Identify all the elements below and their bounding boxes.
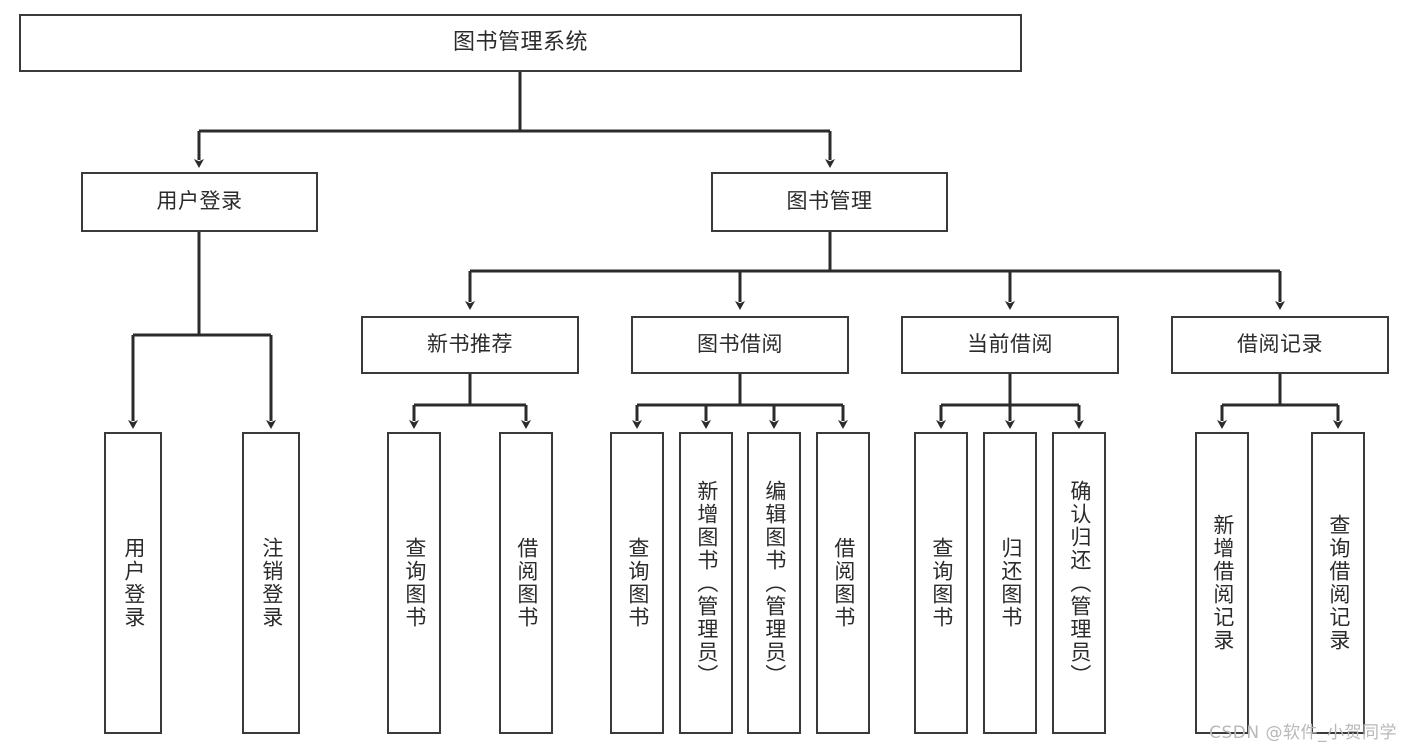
leaf-borrow-add-book-admin[interactable]: 新增图书（管理员） [679,432,733,734]
node-label: 查询图书 [402,537,427,629]
leaf-current-query-book[interactable]: 查询图书 [914,432,968,734]
node-label: 借阅图书 [514,537,539,629]
node-new-book-recommend[interactable]: 新书推荐 [361,316,579,374]
node-label: 图书借阅 [697,332,783,357]
node-label: 确认归还（管理员） [1067,479,1092,687]
node-label: 借阅图书 [831,537,856,629]
node-label: 编辑图书（管理员） [762,479,787,687]
node-label: 注销登录 [259,537,284,629]
node-label: 图书管理系统 [452,29,588,55]
node-book-management[interactable]: 图书管理 [711,172,948,232]
node-label: 用户登录 [121,537,146,629]
leaf-borrow-borrow-book[interactable]: 借阅图书 [816,432,870,734]
node-user-login[interactable]: 用户登录 [81,172,318,232]
node-label: 归还图书 [998,537,1023,629]
leaf-current-return-book[interactable]: 归还图书 [983,432,1037,734]
leaf-recommend-query-book[interactable]: 查询图书 [387,432,441,734]
leaf-borrow-query-book[interactable]: 查询图书 [610,432,664,734]
leaf-record-add-record[interactable]: 新增借阅记录 [1195,432,1249,734]
node-root-book-management-system[interactable]: 图书管理系统 [19,14,1022,72]
leaf-current-confirm-return-admin[interactable]: 确认归还（管理员） [1052,432,1106,734]
node-label: 新增借阅记录 [1210,514,1235,652]
node-label: 查询图书 [929,537,954,629]
node-label: 查询图书 [625,537,650,629]
csdn-watermark: CSDN @软件_小贺同学 [1209,723,1397,743]
leaf-borrow-edit-book-admin[interactable]: 编辑图书（管理员） [747,432,801,734]
node-label: 新增图书（管理员） [694,479,719,687]
leaf-recommend-borrow-book[interactable]: 借阅图书 [499,432,553,734]
node-label: 查询借阅记录 [1326,514,1351,652]
leaf-record-query-record[interactable]: 查询借阅记录 [1311,432,1365,734]
node-current-borrow[interactable]: 当前借阅 [901,316,1119,374]
node-label: 用户登录 [156,189,243,214]
node-label: 借阅记录 [1237,332,1323,357]
leaf-logout[interactable]: 注销登录 [242,432,300,734]
node-label: 新书推荐 [427,332,513,357]
node-book-borrow[interactable]: 图书借阅 [631,316,849,374]
node-label: 当前借阅 [967,332,1053,357]
leaf-user-login[interactable]: 用户登录 [104,432,162,734]
node-label: 图书管理 [786,189,873,214]
node-borrow-record[interactable]: 借阅记录 [1171,316,1389,374]
